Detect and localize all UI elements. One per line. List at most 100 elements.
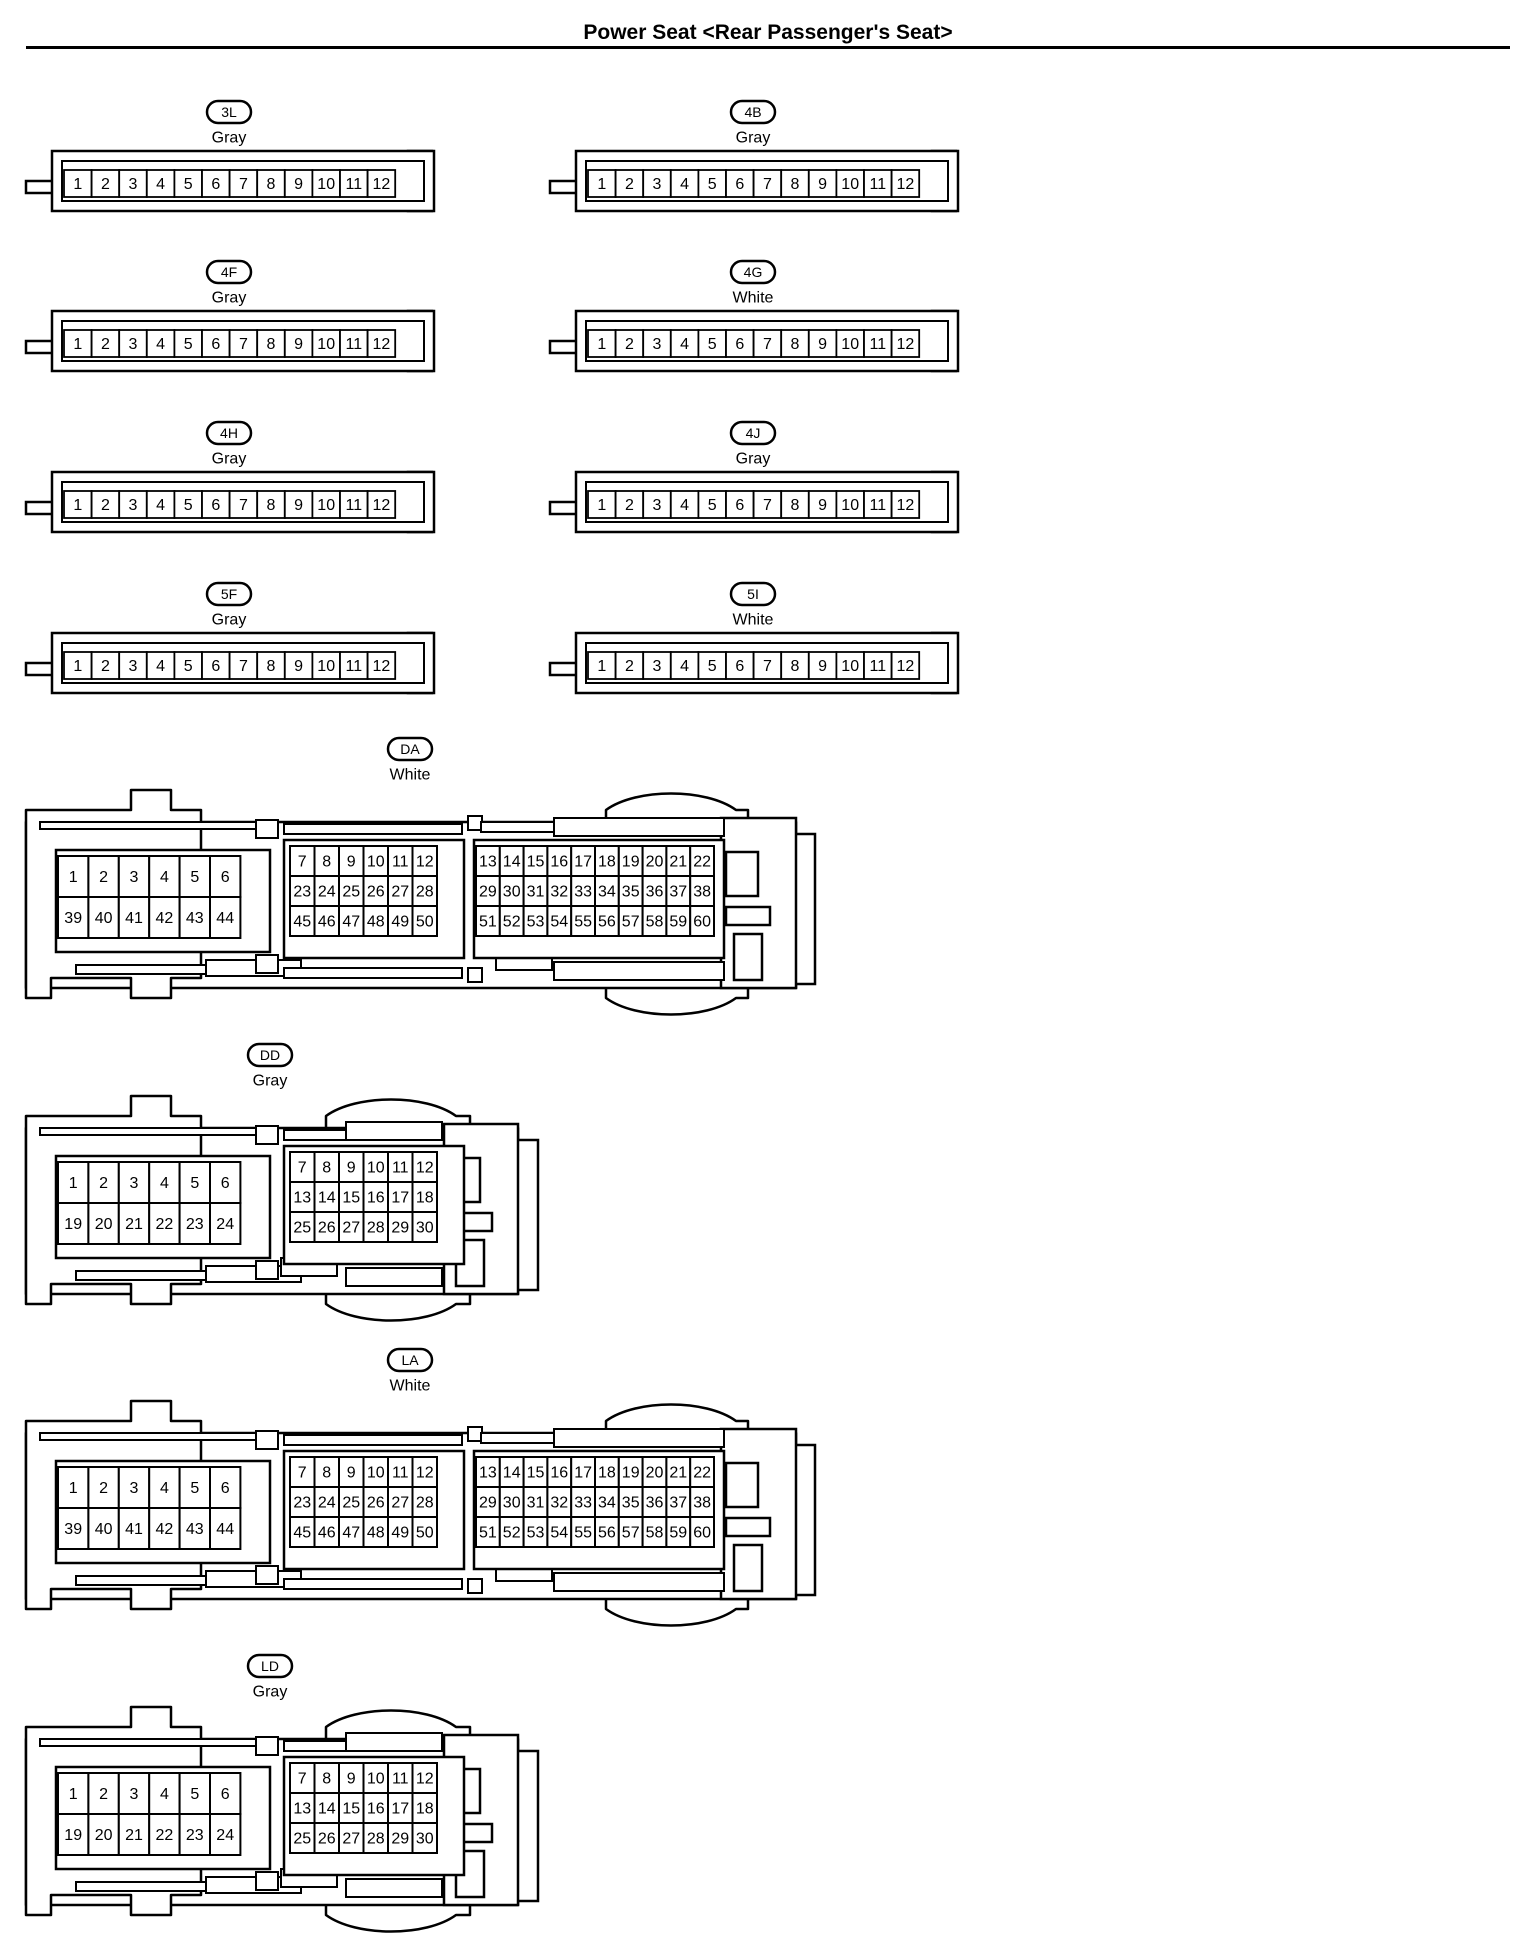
pin-number: 27 (391, 884, 409, 901)
pin-cell (178, 1161, 212, 1204)
pin-cell (411, 845, 438, 877)
pin-number: 28 (416, 884, 434, 901)
pin-number: 9 (347, 1465, 356, 1482)
pin-cell (366, 329, 397, 358)
pin-number: 22 (693, 1465, 711, 1482)
end-slot (732, 932, 764, 982)
pin-cell (366, 490, 397, 519)
pin-number: 49 (391, 914, 409, 931)
pin-number: 26 (367, 884, 385, 901)
pin-number: 45 (293, 1525, 311, 1542)
pin-number: 19 (622, 854, 640, 871)
connector-color: Gray (212, 130, 247, 147)
pin-number: 37 (669, 1495, 687, 1512)
pin-cell (362, 1456, 389, 1488)
pin-number: 30 (416, 1831, 434, 1848)
pin-cell (313, 1211, 340, 1243)
pin-number: 18 (598, 854, 616, 871)
pin-number: 3 (653, 336, 662, 353)
pin-number: 30 (503, 884, 521, 901)
pin-number: 4 (160, 1480, 169, 1497)
pin-cell (209, 855, 242, 898)
pin-number: 4 (160, 1786, 169, 1803)
pin-cell (87, 1507, 120, 1550)
pin-number: 3 (130, 1786, 139, 1803)
pin-number: 3 (129, 497, 138, 514)
connector-code: LD (261, 1658, 279, 1674)
pin-number: 14 (503, 1465, 521, 1482)
pin-number: 2 (101, 658, 110, 675)
pin-number: 47 (342, 1525, 360, 1542)
pin-cell (366, 651, 397, 680)
pin-number: 8 (322, 854, 331, 871)
pin-number: 1 (69, 1480, 78, 1497)
pin-number: 46 (318, 1525, 336, 1542)
pin-number: 38 (693, 884, 711, 901)
latch-rail (283, 1129, 347, 1141)
pin-cell (173, 329, 203, 358)
pin-number: 23 (293, 1495, 311, 1512)
pin-number: 4 (160, 869, 169, 886)
pin-number: 34 (598, 1495, 616, 1512)
pin-cell (87, 1813, 120, 1856)
latch-rail (553, 1428, 725, 1448)
pin-cell (411, 1211, 438, 1243)
pin-number: 19 (64, 1827, 82, 1844)
pin-cell (752, 490, 783, 519)
separator-tab (255, 819, 279, 839)
pin-number: 37 (669, 884, 687, 901)
pin-cell (145, 490, 176, 519)
pin-number: 6 (211, 176, 220, 193)
pin-number: 23 (186, 1827, 204, 1844)
pin-cell (57, 1507, 90, 1550)
pin-number: 2 (99, 1480, 108, 1497)
pin-cell (289, 1211, 316, 1243)
pin-cell (311, 651, 341, 680)
pin-cell (209, 1466, 242, 1509)
latch-rail (39, 1432, 271, 1441)
pin-number: 4 (156, 176, 165, 193)
latch-rail (39, 1738, 271, 1747)
pin-number: 3 (653, 176, 662, 193)
pin-number: 18 (416, 1190, 434, 1207)
pin-number: 9 (818, 658, 827, 675)
pin-cell (311, 329, 341, 358)
pin-number: 8 (267, 658, 276, 675)
pin-number: 21 (125, 1827, 143, 1844)
pin-number: 17 (574, 1465, 592, 1482)
pin-cell (148, 1507, 181, 1550)
latch-rail (345, 1732, 443, 1752)
pin-number: 11 (392, 1465, 409, 1482)
pin-number: 28 (367, 1831, 385, 1848)
pin-cell (283, 490, 314, 519)
title-divider (26, 46, 1510, 49)
separator-tab (255, 1430, 279, 1450)
pin-number: 25 (293, 1831, 311, 1848)
pin-cell (117, 855, 151, 898)
connector-color: White (733, 290, 774, 307)
pin-number: 7 (763, 658, 772, 675)
pin-cell (117, 1507, 151, 1550)
pin-cell (807, 169, 838, 198)
pin-number: 1 (597, 497, 606, 514)
pin-number: 4 (160, 1175, 169, 1192)
pin-number: 13 (293, 1190, 311, 1207)
pin-number: 23 (186, 1216, 204, 1233)
pin-cell (411, 1792, 438, 1824)
pin-number: 43 (186, 910, 204, 927)
pin-number: 20 (646, 854, 664, 871)
pin-cell (362, 905, 389, 937)
pin-number: 15 (527, 1465, 545, 1482)
separator-tab (255, 1871, 279, 1891)
pin-number: 8 (322, 1771, 331, 1788)
pin-number: 25 (342, 884, 360, 901)
pin-cell (313, 1516, 340, 1548)
pin-number: 10 (317, 336, 335, 353)
pin-number: 2 (625, 658, 634, 675)
pin-cell (209, 1772, 242, 1815)
pin-number: 6 (735, 336, 744, 353)
pin-cell (807, 651, 838, 680)
